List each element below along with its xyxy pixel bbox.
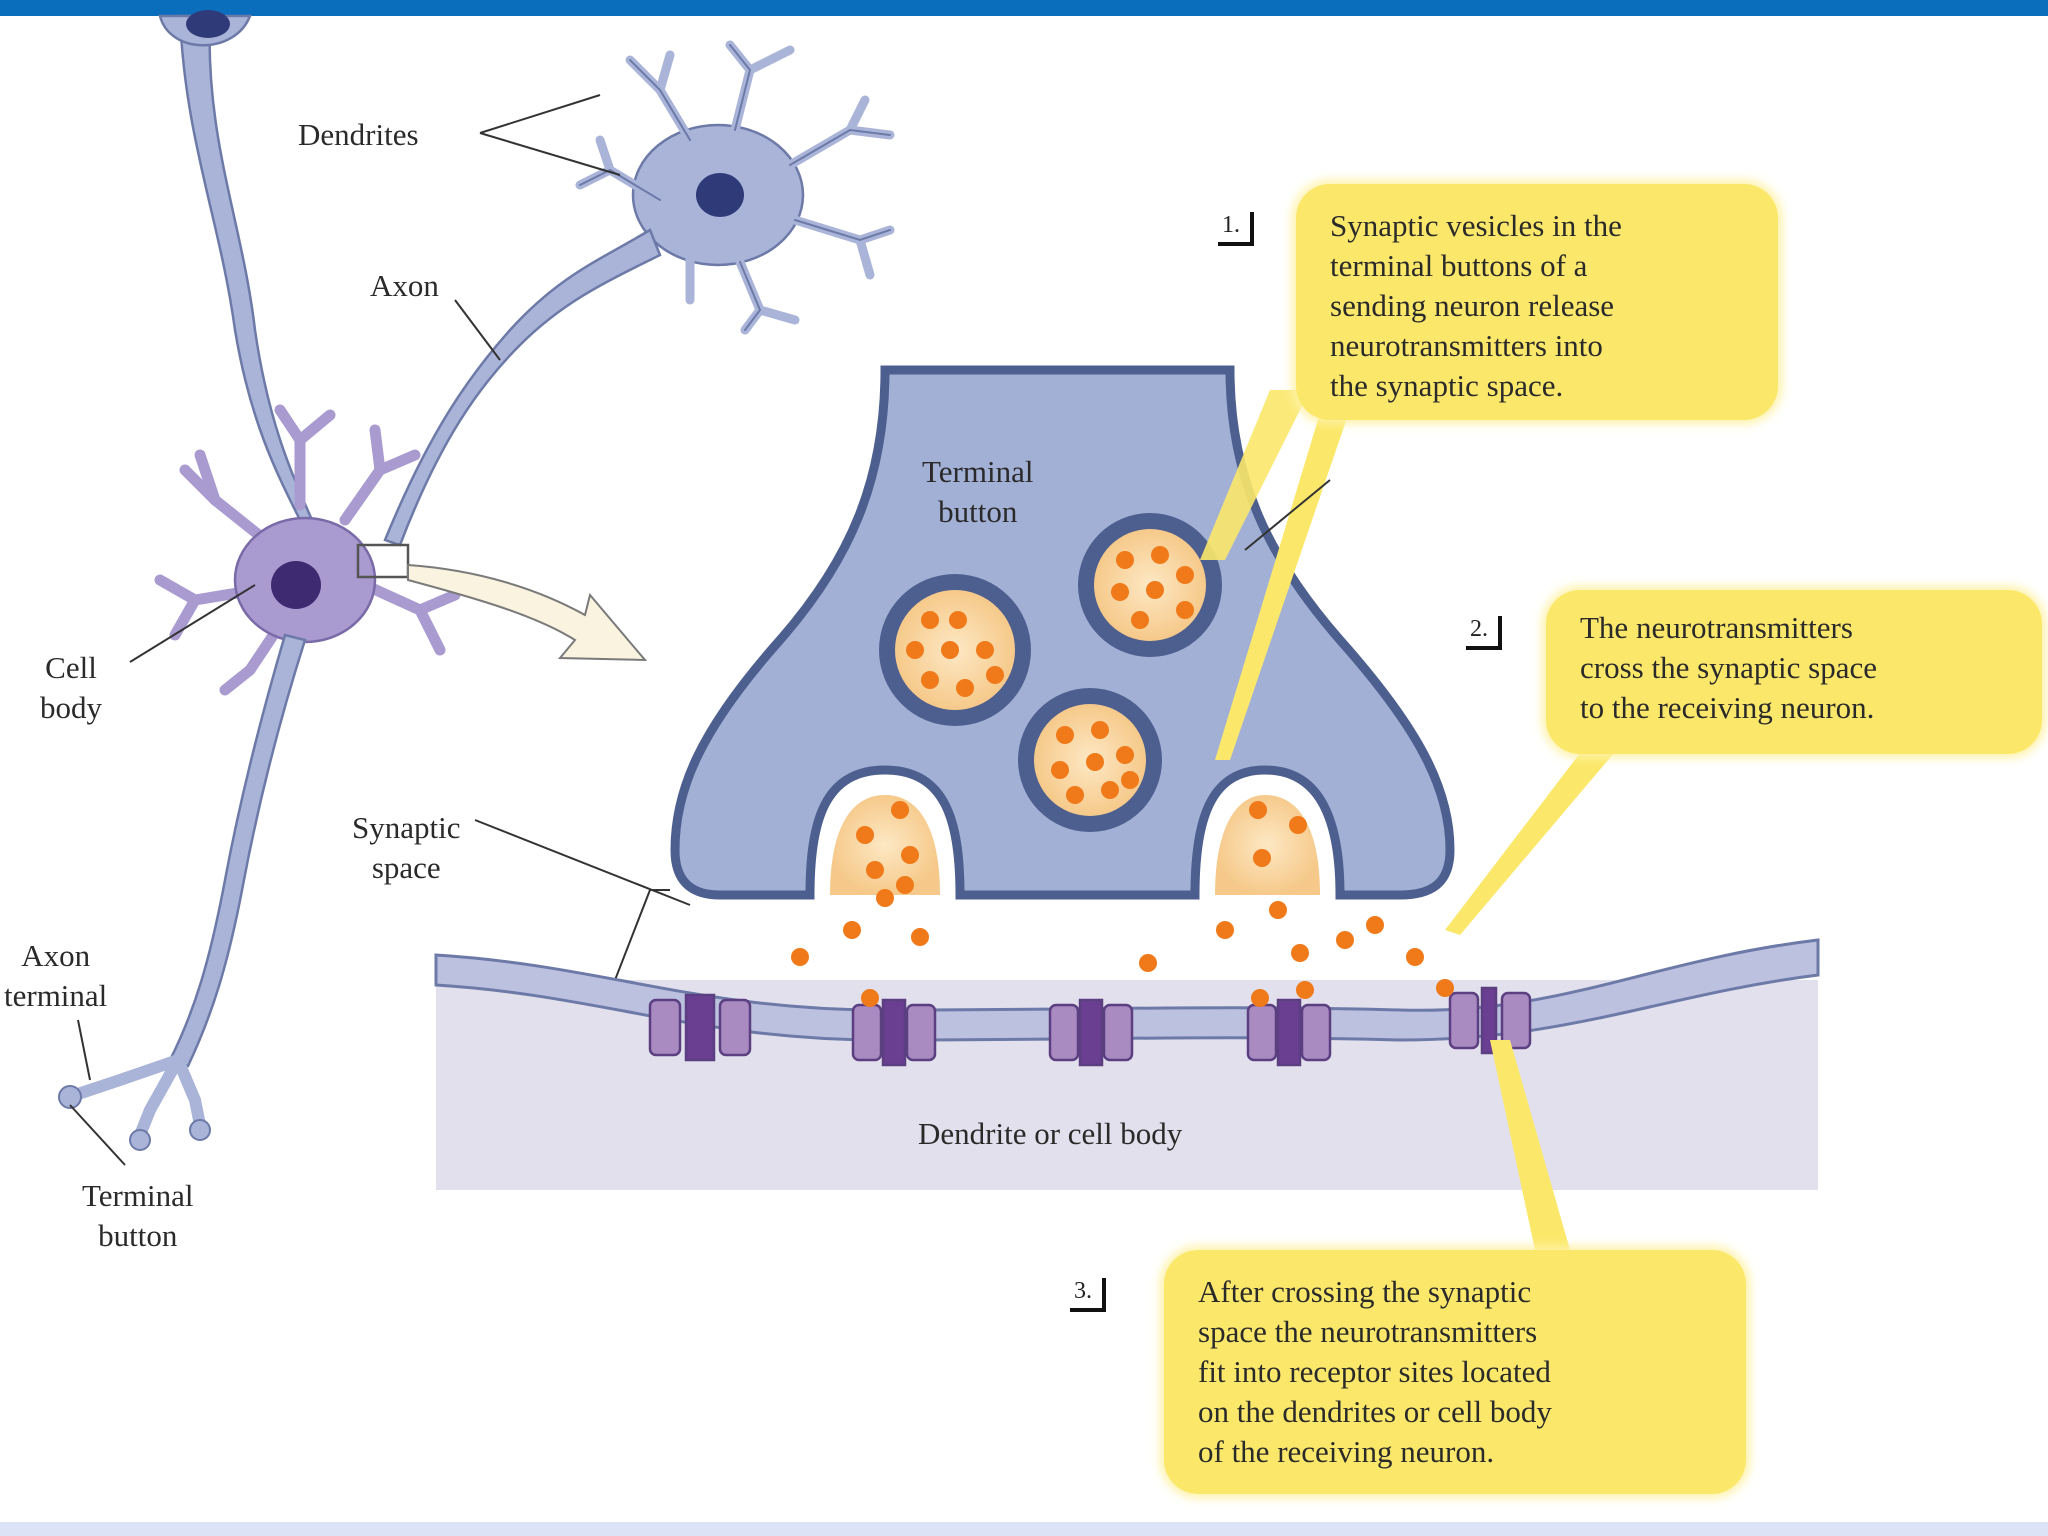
label-dendrite-or-cell-body: Dendrite or cell body <box>918 1116 1183 1151</box>
terminal-button <box>670 365 1455 900</box>
zoom-arrow <box>407 563 648 662</box>
label-dendrites: Dendrites <box>298 117 419 152</box>
callout-pointers <box>1200 380 1625 1250</box>
neurotransmitters <box>791 546 1454 1007</box>
header-bar <box>0 0 2048 16</box>
cell-body-neuron <box>58 404 461 1151</box>
receptor-sites <box>648 986 1532 1067</box>
footer-bar <box>0 1522 2048 1536</box>
upper-neuron <box>158 10 805 547</box>
step-3-number: 3. <box>1070 1278 1106 1312</box>
step-1-number: 1. <box>1218 212 1254 246</box>
label-axon: Axon <box>370 268 439 303</box>
step-2-number: 2. <box>1466 616 1502 650</box>
